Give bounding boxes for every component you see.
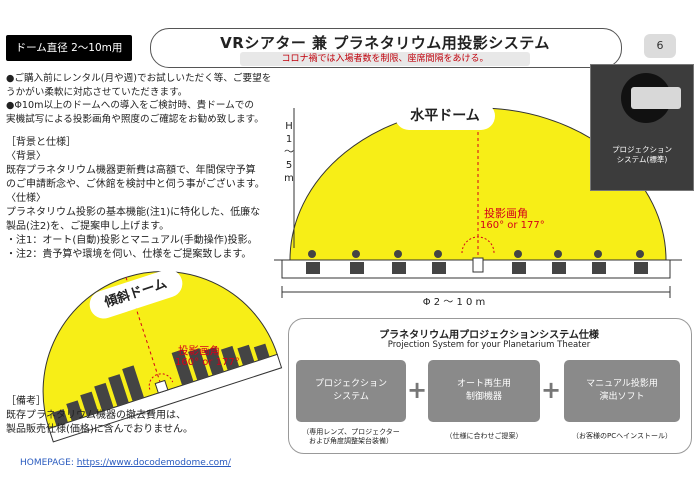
projection-system-subtitle: Projection System for your Planetarium T… <box>387 340 591 350</box>
box2-line-2: 制御機器 <box>465 392 502 402</box>
page-title: VRシアター 兼 プラネタリウム用投影システム <box>220 34 550 52</box>
box2-caption: （仕様に合わせご提案） <box>445 432 523 440</box>
tilted-projector-icon <box>154 379 169 394</box>
box1-caption: （専用レンズ、プロジェクター および角度調整架台装備） <box>290 428 412 446</box>
remarks-line-2: 製品販売仕様(価格)に含んでおりません。 <box>6 424 194 435</box>
tilted-angle-value: 160° or 177° <box>175 357 240 368</box>
homepage-footer: HOMEPAGE: https://www.docodemodome.com/ <box>20 458 231 468</box>
box1-caption-line-1: （専用レンズ、プロジェクター <box>302 428 400 436</box>
box1-caption-line-2: および角度調整架台装備） <box>309 437 393 445</box>
box3-line-2: 演出ソフト <box>599 392 645 402</box>
manual-software-box: マニュアル投影用演出ソフト <box>564 360 680 422</box>
intro-line-2: うかがい柔軟に対応させていただきます。 <box>6 86 188 98</box>
horizontal-dome-diagram <box>274 107 682 298</box>
box1-line-2: システム <box>333 392 369 402</box>
background-line-1: 既存プラネタリウム機器更新費は高額で、年間保守予算 <box>6 165 256 176</box>
dome-height-label: H 1 〜 5 m <box>284 121 294 184</box>
page-subtitle: コロナ禍では入場者数を制限、座席間隔をあける。 <box>240 52 530 66</box>
projector-photo: プロジェクション システム(標準) <box>590 64 694 191</box>
plus-sign-2: + <box>541 376 562 404</box>
spec-subheading: 〈仕様〉 <box>6 193 46 204</box>
remarks-heading: ［備考］ <box>6 396 46 407</box>
tilted-angle-arc <box>148 373 174 390</box>
projection-system-panel <box>288 318 692 454</box>
homepage-label: HOMEPAGE: <box>20 458 74 468</box>
intro-line-1: ●ご購入前にレンタル(月や週)でお試しいただく等、ご要望を <box>6 73 272 84</box>
horizontal-dome-seats <box>306 250 648 274</box>
page-number: 6 <box>644 34 676 58</box>
background-heading: ［背景と仕様］ <box>6 137 76 148</box>
projector-body <box>631 87 681 109</box>
remarks-section: ［備考］ 既存プラネタリウム機器の撤去費用は、 製品販売仕様(価格)に含んでおり… <box>6 395 206 437</box>
horizontal-angle-value: 160° or 177° <box>480 220 545 231</box>
spec-line-2: 製品(注2)を、ご提案申し上げます。 <box>6 221 170 232</box>
plus-sign-1: + <box>407 376 428 404</box>
tilted-dome-seats <box>52 343 270 427</box>
horizontal-dome-label: 水平ドーム <box>395 102 495 130</box>
tilted-angle-label: 投影画角 <box>178 345 220 357</box>
auto-playback-box: オート再生用制御機器 <box>428 360 540 422</box>
intro-line-4: 実機試写による投影画角や照度のご確認をお勧め致します。 <box>6 113 264 125</box>
background-subheading: 〈背景〉 <box>6 151 46 162</box>
horizontal-projector-icon <box>472 257 484 273</box>
photo-caption-line-1: プロジェクション <box>612 145 672 154</box>
photo-caption: プロジェクション システム(標準) <box>591 145 693 165</box>
horizontal-angle-label: 投影画角 <box>484 207 528 220</box>
spec-note-2: ・注2：貴予算や環境を伺い、仕様をご提案致します。 <box>6 249 252 260</box>
remarks-line-1: 既存プラネタリウム機器の撤去費用は、 <box>6 410 186 421</box>
horizontal-angle-arc <box>461 236 495 254</box>
spec-line-1: プラネタリウム投影の基本機能(注1)に特化した、低廉な <box>6 207 261 218</box>
dome-size-tag: ドーム直径 2〜10m用 <box>6 35 132 61</box>
dome-diameter-label: Φ 2 〜 1 0 m <box>398 293 510 308</box>
spec-note-1: ・注1：オート(自動)投影とマニュアル(手動操作)投影。 <box>6 235 258 246</box>
projection-system-box: プロジェクションシステム <box>296 360 406 422</box>
projection-system-title: プラネタリウム用プロジェクションシステム仕様 <box>379 330 599 341</box>
box3-line-1: マニュアル投影用 <box>586 379 658 389</box>
box2-line-1: オート再生用 <box>456 379 511 389</box>
intro-notes: ●ご購入前にレンタル(月や週)でお試しいただく等、ご要望を うかがい柔軟に対応さ… <box>6 72 296 126</box>
background-section: ［背景と仕様］ 〈背景〉 既存プラネタリウム機器更新費は高額で、年間保守予算 の… <box>6 136 291 262</box>
background-line-2: のご申請断念や、ご休館を検討中と伺う事がございます。 <box>6 179 265 190</box>
box3-caption: （お客様のPCへインストール） <box>572 432 672 440</box>
box1-line-1: プロジェクション <box>314 379 387 389</box>
intro-line-3: ●Φ10m以上のドームへの導入をご検討時、貴ドームでの <box>6 100 254 111</box>
photo-caption-line-2: システム(標準) <box>616 155 668 164</box>
homepage-link[interactable]: https://www.docodemodome.com/ <box>76 458 231 468</box>
